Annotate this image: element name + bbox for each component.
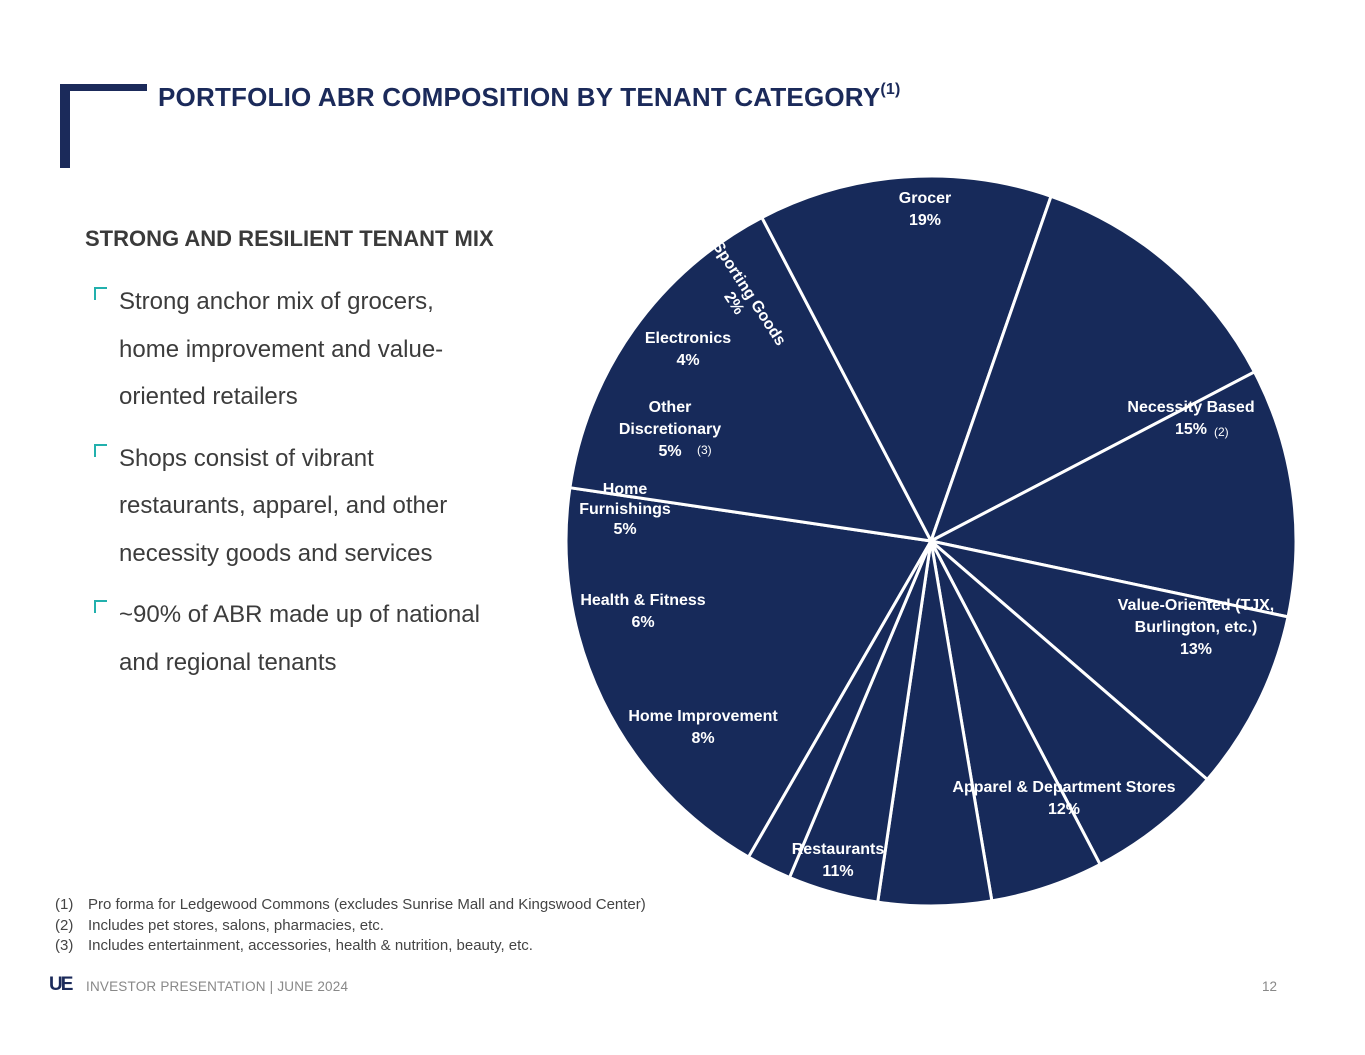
pie-slice-value-oriented-tjx-burlington-etc (760, 174, 1053, 543)
bullet-list: Strong anchor mix of grocers, home impro… (92, 278, 492, 700)
slide-title-text: PORTFOLIO ABR COMPOSITION BY TENANT CATE… (158, 82, 881, 112)
footer-text: INVESTOR PRESENTATION | JUNE 2024 (86, 979, 349, 994)
section-heading: STRONG AND RESILIENT TENANT MIX (85, 226, 494, 251)
pie-slice-grocer (564, 486, 933, 859)
page-number: 12 (1262, 979, 1278, 994)
bullet-item: Strong anchor mix of grocers, home impro… (92, 278, 492, 421)
pie-slice-necessity-based (568, 216, 933, 543)
slide-title: PORTFOLIO ABR COMPOSITION BY TENANT CATE… (158, 81, 901, 113)
corner-bullet-icon (94, 287, 107, 300)
footnote-number: (2) (55, 916, 74, 934)
bullet-text: Strong anchor mix of grocers, home impro… (119, 288, 444, 410)
footnote-number: (1) (55, 896, 74, 913)
pie-label-value-oriented-tjx-burlington-etc: Value-Oriented (TJX,Burlington, etc.)13% (1118, 597, 1274, 658)
footnote: (1) Pro forma for Ledgewood Commons (exc… (55, 895, 646, 916)
bullet-item: ~90% of ABR made up of national and regi… (92, 591, 492, 686)
footnote: (3) Includes entertainment, accessories,… (55, 936, 646, 957)
footnote-text: Includes entertainment, accessories, hea… (88, 937, 533, 954)
bullet-item: Shops consist of vibrant restaurants, ap… (92, 435, 492, 578)
footnote-text: Includes pet stores, salons, pharmacies,… (88, 916, 384, 934)
pie-footnote-marker: (2) (1214, 425, 1229, 439)
title-footnote-marker: (1) (880, 81, 901, 99)
company-logo: UE (49, 974, 73, 995)
corner-accent-vertical (60, 84, 70, 168)
pie-slice-home-improvement (929, 539, 1290, 781)
pie-slice-health-fitness (929, 539, 1209, 866)
bullet-text: Shops consist of vibrant restaurants, ap… (119, 444, 448, 567)
footnote-text: Pro forma for Ledgewood Commons (exclude… (88, 896, 646, 913)
footnote-number: (3) (55, 937, 74, 954)
corner-bullet-icon (94, 443, 107, 457)
pie-slice-apparel-department-stores (929, 194, 1256, 543)
pie-footnote-marker: (3) (697, 443, 712, 457)
pie-slice-sporting-goods (747, 539, 933, 879)
footnote: (2) Includes pet stores, salons, pharmac… (55, 916, 646, 937)
bullet-text: ~90% of ABR made up of national and regi… (119, 601, 480, 676)
corner-accent-horizontal (60, 84, 147, 91)
footnotes: (1) Pro forma for Ledgewood Commons (exc… (55, 895, 646, 957)
pie-slice-restaurants (929, 370, 1298, 619)
corner-bullet-icon (94, 600, 107, 613)
